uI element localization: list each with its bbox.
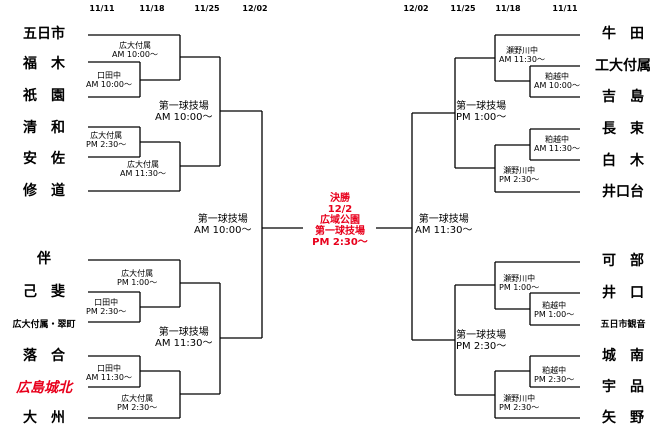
team-right-11: 宇 品 — [602, 379, 644, 395]
team-left-6: 修 道 — [23, 183, 65, 199]
team-right-3: 吉 島 — [602, 89, 644, 105]
final-venue: 第一球技場 — [315, 226, 365, 237]
team-left-1: 五日市 — [23, 26, 65, 42]
team-left-8: 己 斐 — [23, 284, 65, 300]
team-right-10: 城 南 — [602, 348, 644, 364]
final-place: 広域公園 — [320, 215, 360, 226]
team-left-10: 落 合 — [23, 348, 65, 364]
final-label: 決勝 12/2 広域公園 第一球技場 PM 2:30〜 — [300, 193, 380, 248]
team-right-6: 井口台 — [602, 184, 644, 200]
team-right-12: 矢 野 — [602, 410, 644, 426]
team-right-8: 井 口 — [602, 285, 644, 301]
header-left-4: 12/02 — [242, 4, 268, 13]
header-right-2: 11/25 — [450, 4, 476, 13]
header-left-2: 11/18 — [139, 4, 165, 13]
team-left-7: 伴 — [37, 251, 51, 267]
team-right-7: 可 部 — [602, 253, 644, 269]
team-right-5: 白 木 — [602, 153, 644, 169]
team-left-3: 祇 園 — [23, 88, 65, 104]
team-left-5: 安 佐 — [23, 151, 65, 167]
header-right-3: 11/18 — [495, 4, 521, 13]
team-right-9: 五日市観音 — [600, 320, 646, 330]
team-right-1: 牛 田 — [602, 26, 644, 42]
header-left-1: 11/11 — [89, 4, 115, 13]
final-date: 12/2 — [327, 204, 353, 215]
final-title: 決勝 — [330, 193, 350, 204]
team-left-11: 広島城北 — [16, 380, 72, 396]
final-time: PM 2:30〜 — [312, 237, 368, 248]
header-left-3: 11/25 — [194, 4, 220, 13]
header-right-1: 12/02 — [403, 4, 429, 13]
header-right-4: 11/11 — [552, 4, 578, 13]
team-left-12: 大 州 — [23, 410, 65, 426]
team-right-4: 長 束 — [602, 121, 644, 137]
team-left-2: 福 木 — [23, 56, 65, 72]
team-right-2: 工大付属 — [595, 58, 651, 74]
team-left-9: 広大付属・翠町 — [12, 320, 76, 330]
team-left-4: 清 和 — [23, 120, 65, 136]
